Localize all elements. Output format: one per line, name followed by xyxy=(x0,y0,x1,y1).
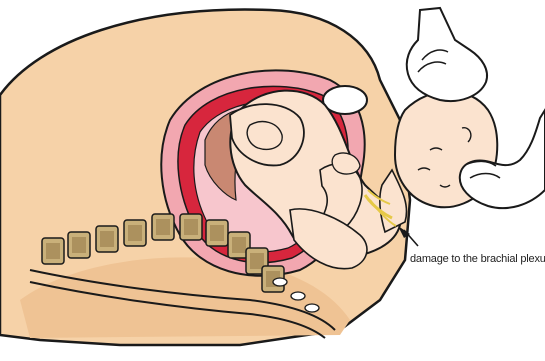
left-hand xyxy=(407,8,487,101)
coccyx-segment xyxy=(291,292,305,300)
vertebra-texture xyxy=(46,243,60,259)
annotation-label: damage to the brachial plexus xyxy=(410,253,545,265)
coccyx-segment xyxy=(273,278,287,286)
vertebra-texture xyxy=(156,219,170,235)
vertebra-texture xyxy=(100,231,114,247)
vertebra-texture xyxy=(210,225,224,241)
coccyx-segment xyxy=(305,304,319,312)
vertebra-texture xyxy=(128,225,142,241)
vertebra-texture xyxy=(232,237,246,253)
vertebra-texture xyxy=(184,219,198,235)
vertebra-texture xyxy=(72,237,86,253)
